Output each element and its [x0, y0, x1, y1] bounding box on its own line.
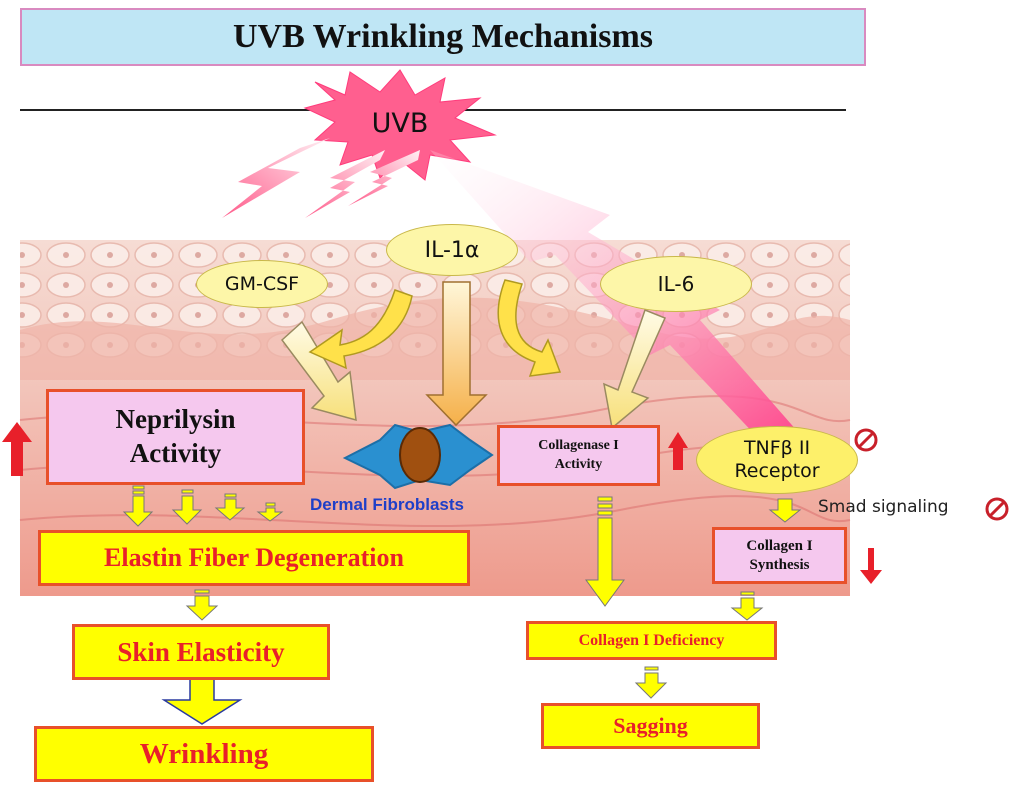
collagen-deficiency-label: Collagen I Deficiency	[578, 631, 725, 649]
lightning-bolt	[348, 150, 420, 206]
no-sign-icon	[985, 497, 1009, 521]
elastin-degeneration-box: Elastin Fiber Degeneration	[38, 530, 470, 586]
il1a-oval: IL-1α	[386, 224, 518, 276]
no-sign-icon	[854, 428, 878, 452]
neprilysin-label: Neprilysin Activity	[115, 404, 236, 468]
collagen-deficiency-box: Collagen I Deficiency	[526, 621, 777, 660]
elastin-label: Elastin Fiber Degeneration	[104, 543, 404, 572]
collagenase-label: Collagenase I Activity	[538, 438, 619, 472]
collagen-synthesis-box: Collagen I Synthesis	[712, 527, 847, 584]
red-down-arrow-synthesis	[860, 548, 882, 584]
arrow-il6-to-collagenase	[603, 309, 667, 430]
sagging-box: Sagging	[541, 703, 760, 749]
arrow-elastin-to-elasticity	[185, 589, 219, 621]
red-up-arrow-neprilysin	[2, 422, 32, 476]
neprilysin-activity-box: Neprilysin Activity	[46, 389, 305, 485]
arrow-gmcsf-to-fibroblast	[280, 320, 357, 422]
tnf-receptor-oval: TNFβ II Receptor	[696, 426, 858, 494]
arrow-deficiency-to-sagging	[634, 666, 668, 699]
arrow-synthesis-to-deficiency	[730, 591, 764, 621]
wrinkling-label: Wrinkling	[139, 737, 269, 770]
tnf-receptor-label: TNFβ II Receptor	[734, 437, 820, 482]
arrow-collagenase-to-deficiency	[585, 496, 625, 607]
curved-arrow-right	[497, 279, 562, 377]
sagging-label: Sagging	[613, 713, 688, 738]
lightning-bolt	[222, 138, 330, 218]
smad-signaling-label: Smad signaling	[818, 497, 949, 517]
arrow-il1a-to-fibroblast	[425, 281, 488, 427]
arrow-elasticity-to-wrinkling	[161, 676, 243, 725]
curved-arrow-left	[308, 289, 413, 370]
il6-oval: IL-6	[600, 256, 752, 312]
skin-elasticity-label: Skin Elasticity	[117, 636, 285, 667]
dermal-fibroblast	[342, 423, 494, 490]
il6-label: IL-6	[657, 272, 695, 296]
collagen-synthesis-label: Collagen I Synthesis	[746, 537, 813, 573]
arrows-neprilysin-to-elastin	[122, 485, 284, 527]
skin-elasticity-box: Skin Elasticity	[72, 624, 330, 680]
uvb-label: UVB	[371, 108, 429, 139]
gmcsf-label: GM-CSF	[224, 273, 300, 295]
dermal-fibroblasts-label: Dermal Fibroblasts	[310, 495, 464, 514]
collagenase-activity-box: Collagenase I Activity	[497, 425, 660, 486]
uvb-burst	[303, 69, 497, 181]
diagram-title: UVB Wrinkling Mechanisms	[232, 18, 654, 55]
il1a-label: IL-1α	[424, 237, 480, 263]
lightning-bolt	[305, 150, 385, 218]
red-up-arrow-collagenase	[668, 432, 688, 470]
arrow-receptor-to-synthesis	[768, 498, 802, 523]
gmcsf-oval: GM-CSF	[196, 260, 328, 308]
title-banner: UVB Wrinkling Mechanisms	[20, 8, 866, 66]
wrinkling-box: Wrinkling	[34, 726, 374, 782]
